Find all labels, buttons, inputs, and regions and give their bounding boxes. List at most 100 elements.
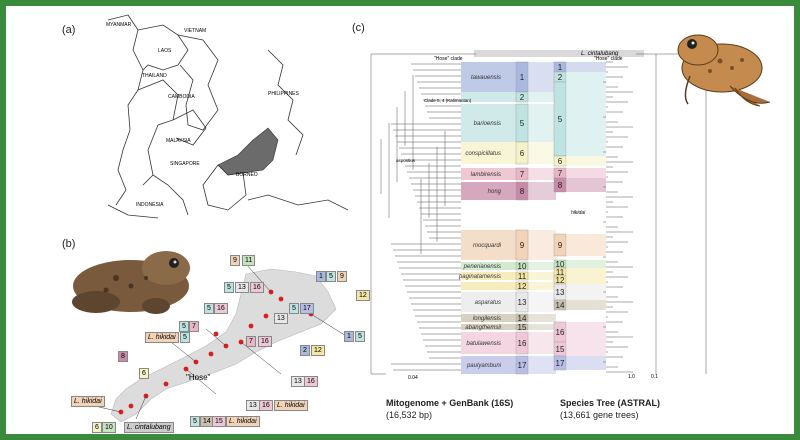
clade-number: 1 <box>520 73 525 82</box>
right-tree-subtitle: (13,661 gene trees) <box>560 410 639 420</box>
clade-band <box>461 356 516 374</box>
clade-number-box <box>515 181 529 201</box>
species-number: 8 <box>558 181 563 190</box>
borneo-highlight <box>217 127 279 176</box>
map-tag: 5 <box>289 303 299 314</box>
clade-band <box>461 282 516 290</box>
clade-band <box>461 332 516 354</box>
hikidai-mid-label: hikidai <box>571 210 586 216</box>
thailand-outline <box>137 79 179 186</box>
frog-photo <box>72 251 190 314</box>
clade-band <box>461 142 516 164</box>
connector-band <box>528 62 556 92</box>
clade-number-box <box>515 141 529 165</box>
sub-note: aspostius <box>396 158 416 163</box>
map-tag: 5 <box>355 331 365 342</box>
map-tag: 16 <box>214 303 228 314</box>
map-tag: 16 <box>258 336 272 347</box>
clade-number: 12 <box>518 282 527 291</box>
clade5-note: Clade 5, 4 (Kalimantan) <box>424 98 472 103</box>
species-number: 15 <box>556 345 565 354</box>
clade-number-box <box>515 355 529 375</box>
clade-number: 10 <box>518 262 527 271</box>
country-label: MALAYSIA <box>166 138 191 144</box>
species-number: 6 <box>558 157 563 166</box>
map-tag: 5 <box>204 303 214 314</box>
species-number: 13 <box>556 288 565 297</box>
cambodia-outline <box>172 109 207 146</box>
connector-band <box>528 314 556 322</box>
clade-name: longilensis <box>473 316 501 322</box>
map-tag: 6 <box>92 422 102 433</box>
clade-number: 9 <box>520 241 525 250</box>
connector-band <box>528 282 556 290</box>
map-tag: 7 <box>246 336 256 347</box>
connector-band <box>528 332 556 354</box>
species-band <box>566 168 606 178</box>
clade-name: tawauensis <box>471 75 501 81</box>
clade-band <box>461 168 516 180</box>
branch-path <box>370 53 707 375</box>
clade-number: 14 <box>518 314 527 323</box>
map-tag: 6 <box>139 368 149 379</box>
southeast-asia-map: MYANMAR VIETNAM LAOS THAILAND CAMBODIA P… <box>106 14 349 219</box>
clade-number-box <box>515 271 529 281</box>
clade-number: 7 <box>520 170 525 179</box>
clade-number: 16 <box>518 339 527 348</box>
right-tree-title: Species Tree (ASTRAL) <box>560 398 661 408</box>
connector-band <box>528 230 556 260</box>
clade-band <box>461 230 516 260</box>
species-label: L. hikidai <box>145 332 179 343</box>
left-tree-subtitle: (16,532 bp) <box>386 410 433 420</box>
connector-band <box>528 142 556 164</box>
species-band <box>566 276 606 284</box>
species-band <box>566 300 606 310</box>
figure-frame: (a) (b) (c) MYANMAR VIETNAM LAOS THAILAN… <box>6 6 794 434</box>
species-label: L. cintalubang <box>124 422 174 433</box>
map-tag: 13 <box>246 400 260 411</box>
map-tag: 9 <box>337 271 347 282</box>
clade-band <box>461 272 516 280</box>
map-tag: 12 <box>356 290 370 301</box>
map-tag: 15 <box>212 416 226 427</box>
species-band <box>566 62 606 72</box>
scale-left: 0.04 <box>408 375 418 381</box>
map-tag: 10 <box>102 422 116 433</box>
map-tag: 5 <box>224 282 234 293</box>
species-label: L. hikidai <box>226 416 260 427</box>
map-tag: 11 <box>242 255 256 266</box>
map-tag: 5 <box>326 271 336 282</box>
connector-band <box>528 292 556 312</box>
species-band <box>566 322 606 342</box>
clade-band <box>461 182 516 200</box>
borneo-south-outline <box>202 164 247 211</box>
clade-number-box <box>515 91 529 103</box>
clade-number: 5 <box>520 119 525 128</box>
outgroup-band <box>474 50 644 57</box>
clade-number: 11 <box>518 272 527 281</box>
species-number: 2 <box>558 73 563 82</box>
clade-number: 15 <box>518 323 527 332</box>
panel-c-label: (c) <box>352 22 365 34</box>
panel-a-label: (a) <box>62 24 76 36</box>
tree-branches <box>370 53 707 375</box>
clade-name: asparatus <box>475 300 501 306</box>
map-tag: 9 <box>230 255 240 266</box>
phylogeny-panel: tawauensisbarioensisconspicillatuslambir… <box>370 50 707 381</box>
map-tag: 12 <box>311 345 325 356</box>
species-label: L. hikidai <box>71 396 105 407</box>
outgroup-label: L. cintalubang <box>581 51 619 57</box>
country-label: CAMBODIA <box>168 94 195 100</box>
clade-number-box <box>515 323 529 331</box>
map-tag: 16 <box>259 400 273 411</box>
left-tree-title: Mitogenome + GenBank (16S) <box>386 398 514 408</box>
clade-number-box <box>515 261 529 271</box>
scale-right-a: 1.0 <box>628 374 635 380</box>
clade-number: 13 <box>518 298 527 307</box>
species-number: 1 <box>558 63 563 72</box>
clade-name: mocquardi <box>473 243 502 249</box>
species-number: 10 <box>556 260 565 269</box>
map-tag: 5 <box>190 416 200 427</box>
laos-outline <box>137 24 189 71</box>
